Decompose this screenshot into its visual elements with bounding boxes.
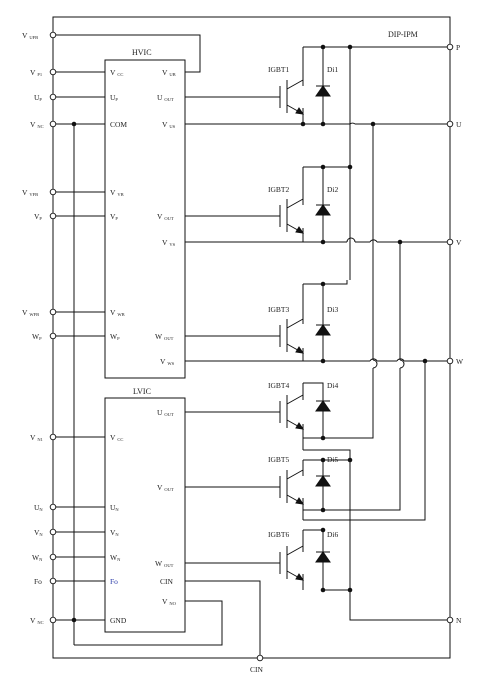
svg-text:VN: VN bbox=[34, 528, 43, 537]
ext-pin-p: P bbox=[456, 43, 460, 52]
diode-label: Di4 bbox=[327, 381, 339, 390]
ext-pin-v: V bbox=[456, 238, 462, 247]
igbt-label: IGBT3 bbox=[268, 305, 289, 314]
ext-pin-vn: VN bbox=[34, 528, 43, 537]
svg-text:Fo: Fo bbox=[34, 577, 42, 586]
module-title: DIP-IPM bbox=[388, 30, 418, 39]
diode-label: Di2 bbox=[327, 185, 339, 194]
ext-pin-vp: VP bbox=[34, 212, 42, 221]
svg-text:UN: UN bbox=[34, 503, 43, 512]
external-right-pins: P U V W N bbox=[446, 43, 464, 625]
diode-label: Di3 bbox=[327, 305, 339, 314]
svg-text:VCC: VCC bbox=[110, 433, 123, 442]
ext-pin-w: W bbox=[456, 357, 464, 366]
svg-text:VVB: VVB bbox=[110, 188, 124, 197]
wire-crossing-hops bbox=[346, 122, 405, 369]
svg-text:VUB: VUB bbox=[162, 68, 176, 77]
ext-pin-u: U bbox=[456, 120, 462, 129]
igbt-label: IGBT6 bbox=[268, 530, 289, 539]
svg-text:Fo: Fo bbox=[110, 577, 118, 586]
svg-text:UP: UP bbox=[110, 93, 118, 102]
svg-text:VVS: VVS bbox=[162, 238, 176, 247]
ext-pin-wn: WN bbox=[32, 553, 43, 562]
svg-text:VWS: VWS bbox=[160, 357, 175, 366]
external-left-terminals bbox=[49, 31, 57, 624]
svg-text:VN1: VN1 bbox=[30, 433, 43, 442]
svg-text:UN: UN bbox=[110, 503, 119, 512]
svg-text:VCC: VCC bbox=[110, 68, 123, 77]
switch-cell-6: IGBT6 Di6 bbox=[268, 527, 353, 593]
svg-text:VUS: VUS bbox=[162, 120, 176, 129]
svg-text:GND: GND bbox=[110, 616, 127, 625]
svg-text:WP: WP bbox=[32, 332, 42, 341]
diode-label: Di6 bbox=[327, 530, 339, 539]
diode-label: Di1 bbox=[327, 65, 339, 74]
switch-cell-4: IGBT4 Di4 bbox=[268, 381, 339, 450]
svg-text:COM: COM bbox=[110, 120, 127, 129]
igbt-label: IGBT2 bbox=[268, 185, 289, 194]
igbt-label: IGBT1 bbox=[268, 65, 289, 74]
igbt-label: IGBT4 bbox=[268, 381, 289, 390]
svg-text:VWB: VWB bbox=[110, 308, 125, 317]
svg-text:WN: WN bbox=[110, 553, 121, 562]
svg-text:WN: WN bbox=[32, 553, 43, 562]
ext-pin-fo: Fo bbox=[34, 577, 42, 586]
ext-pin-up: UP bbox=[34, 93, 42, 102]
left-input-wiring bbox=[56, 34, 261, 658]
svg-text:VNC: VNC bbox=[30, 120, 44, 129]
svg-text:VNC: VNC bbox=[30, 616, 44, 625]
ext-pin-n: N bbox=[456, 616, 462, 625]
hvic-block bbox=[104, 59, 186, 379]
switch-cell-2: IGBT2 Di2 bbox=[268, 164, 403, 245]
svg-text:CIN: CIN bbox=[160, 577, 174, 586]
ext-pin-un: UN bbox=[34, 503, 43, 512]
svg-text:VP: VP bbox=[34, 212, 42, 221]
lvic-block bbox=[104, 397, 186, 633]
svg-text:VP: VP bbox=[110, 212, 118, 221]
igbt-label: IGBT5 bbox=[268, 455, 289, 464]
svg-text:VP1: VP1 bbox=[30, 68, 42, 77]
svg-text:UP: UP bbox=[34, 93, 42, 102]
switch-cell-1: IGBT1 Di1 bbox=[268, 44, 376, 127]
svg-text:VN: VN bbox=[110, 528, 119, 537]
ext-pin-cin: CIN bbox=[250, 665, 264, 674]
diode-label: Di5 bbox=[327, 455, 339, 464]
switch-cell-3: IGBT3 Di3 bbox=[268, 280, 428, 364]
lvic-title: LVIC bbox=[133, 387, 151, 396]
hvic-title: HVIC bbox=[132, 48, 152, 57]
power-stage-wiring bbox=[185, 46, 447, 621]
svg-text:VNO: VNO bbox=[162, 597, 177, 606]
switch-cell-5: IGBT5 Di5 bbox=[268, 455, 353, 520]
svg-text:WP: WP bbox=[110, 332, 120, 341]
ext-pin-wp: WP bbox=[32, 332, 42, 341]
